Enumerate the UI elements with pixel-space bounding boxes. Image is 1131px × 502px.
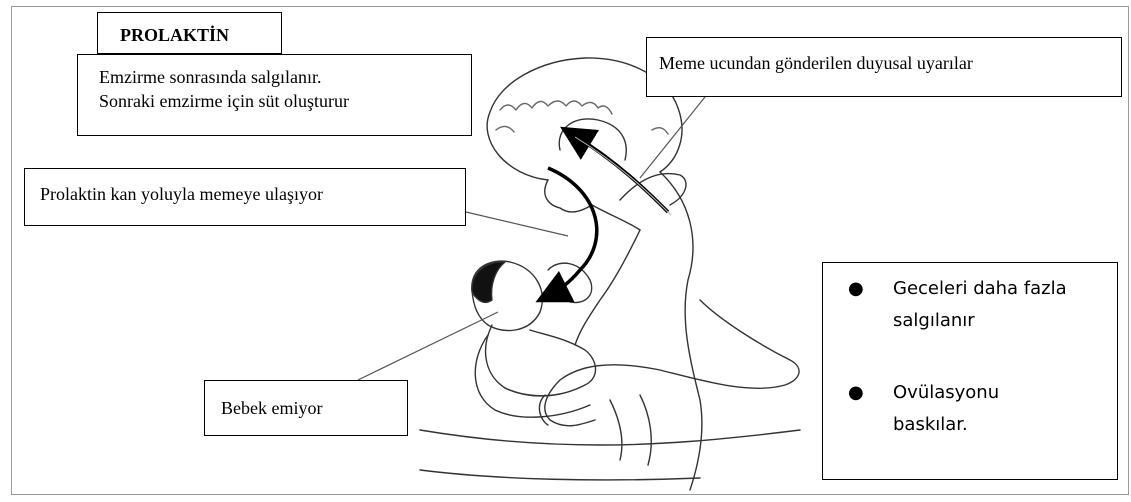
blood-label: Prolaktin kan yoluyla memeye ulaşıyor <box>40 184 323 204</box>
brain-inner <box>559 119 626 160</box>
secretion-info-box: Emzirme sonrasında salgılanır. Sonraki e… <box>77 54 472 136</box>
mother-lap <box>420 430 800 480</box>
mother-shoulder <box>575 230 640 345</box>
mother-neck <box>592 205 640 230</box>
fact-item: ● Ovülasyonu baskılar. <box>893 377 1103 441</box>
bullet-icon: ● <box>848 377 864 409</box>
mother-hand <box>539 380 595 426</box>
facts-box: ● Geceleri daha fazla salgılanır ● Ovüla… <box>822 262 1118 480</box>
fact-line-1: Geceleri daha fazla <box>893 273 1103 305</box>
mother-arm <box>560 300 799 388</box>
blood-path-arrow <box>548 168 597 296</box>
page-title: PROLAKTİN <box>120 25 229 45</box>
fact-line-2: salgılanır <box>893 305 1103 337</box>
fact-item: ● Geceleri daha fazla salgılanır <box>893 273 1103 337</box>
secretion-line-1: Emzirme sonrasında salgılanır. <box>99 65 471 89</box>
bullet-icon: ● <box>848 273 864 305</box>
sensory-connector <box>640 97 705 178</box>
baby-connector <box>358 312 498 380</box>
mother-fingers <box>610 395 651 465</box>
baby-label-box: Bebek emiyor <box>204 380 408 436</box>
sensory-label: Meme ucundan gönderilen duyusal uyarılar <box>659 53 973 73</box>
brain-folds <box>496 101 668 134</box>
secretion-line-2: Sonraki emzirme için süt oluşturur <box>99 89 471 113</box>
fact-line-2: baskılar. <box>893 409 1103 441</box>
sensory-label-box: Meme ucundan gönderilen duyusal uyarılar <box>646 37 1122 97</box>
baby-label: Bebek emiyor <box>221 398 322 418</box>
blood-connector <box>466 212 568 236</box>
fact-line-1: Ovülasyonu <box>893 377 1103 409</box>
title-box: PROLAKTİN <box>97 12 282 54</box>
blood-label-box: Prolaktin kan yoluyla memeye ulaşıyor <box>24 168 466 226</box>
